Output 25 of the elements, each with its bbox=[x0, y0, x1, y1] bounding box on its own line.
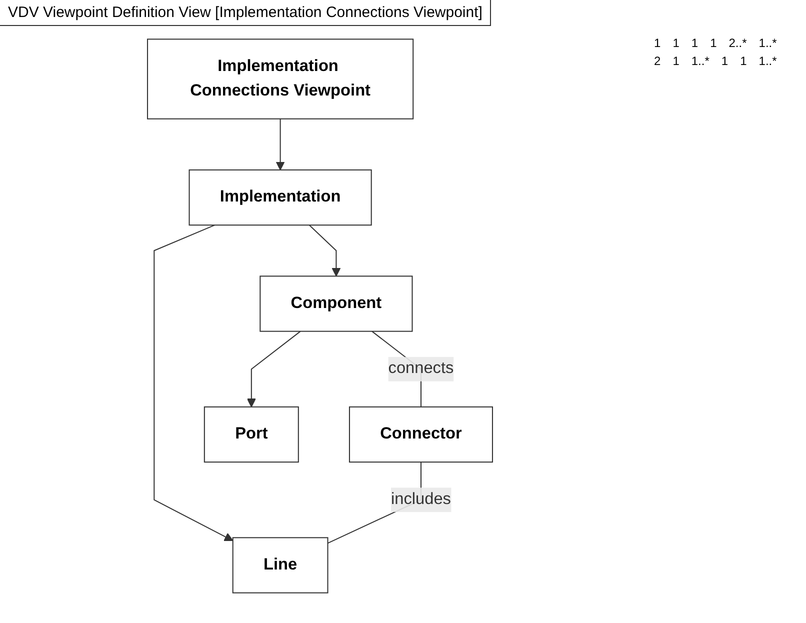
node-box: Implementation bbox=[188, 169, 372, 226]
arrow bbox=[154, 224, 234, 542]
multiplicity-label: 1 bbox=[672, 54, 680, 68]
arrow bbox=[276, 118, 285, 170]
multiplicity-label: 1 bbox=[710, 36, 717, 50]
multiplicity-label: 1 bbox=[654, 36, 661, 50]
edge-label: includes bbox=[391, 490, 451, 508]
arrow bbox=[246, 330, 301, 408]
node-box: Port bbox=[204, 406, 299, 463]
diagram-title: VDV Viewpoint Definition View [Implementation Connections Viewpoint] bbox=[0, 0, 492, 26]
multiplicity-label: 1 bbox=[740, 54, 747, 68]
multiplicity-label: 2 bbox=[654, 54, 661, 68]
multiplicity-label: 1..* bbox=[758, 36, 777, 50]
node-box: Connector bbox=[348, 406, 493, 463]
multiplicity-label: 1 bbox=[691, 36, 698, 50]
edge-label: connects bbox=[388, 360, 454, 378]
multiplicity-label: 1..* bbox=[758, 54, 777, 68]
node-box: Line bbox=[232, 537, 328, 594]
node-box: Component bbox=[260, 276, 413, 332]
multiplicity-label: 1 bbox=[672, 36, 680, 50]
multiplicity-label: 2..* bbox=[728, 36, 747, 50]
arrow bbox=[308, 224, 341, 277]
multiplicity-label: 1..* bbox=[691, 54, 710, 68]
node-box: Implementation Connections Viewpoint bbox=[147, 38, 414, 120]
multiplicity-label: 1 bbox=[721, 54, 728, 68]
